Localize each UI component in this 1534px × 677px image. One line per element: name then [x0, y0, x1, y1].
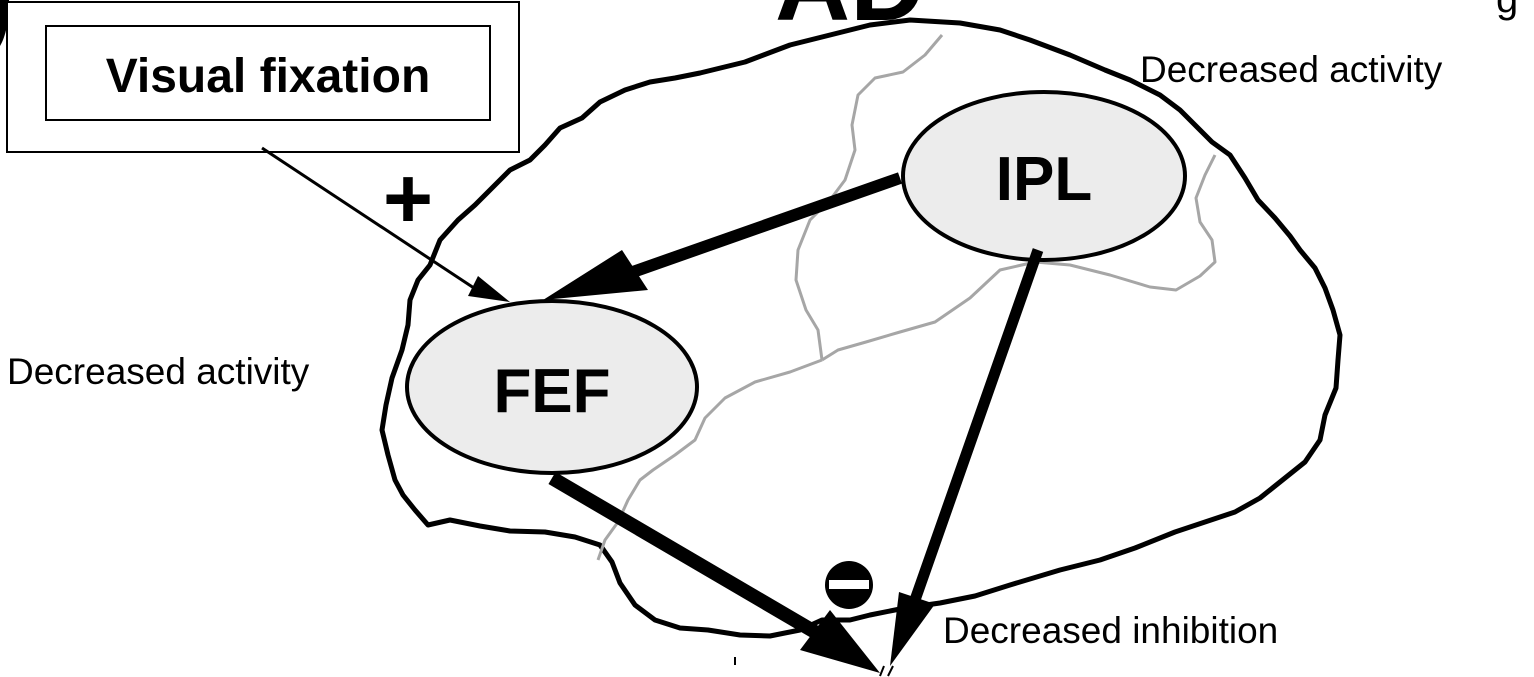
ipl-to-fef-arrow-head [543, 250, 648, 300]
minus-bar [829, 580, 869, 589]
fixation-label: Visual fixation [106, 50, 431, 103]
ipl-label: IPL [996, 145, 1092, 214]
ipl-region [901, 90, 1187, 262]
bottom-target-marks [879, 665, 894, 677]
brain-outline [379, 17, 1343, 639]
fef-activity-label: Decreased activity [7, 351, 310, 392]
plus-sign: + [383, 151, 433, 247]
fef-to-target-arrow-line [548, 471, 819, 639]
fixation-box-inner [45, 25, 491, 121]
fixation-arrow-head [468, 276, 510, 302]
top-right-fragment: g [1496, 0, 1518, 21]
inhibition-label: Decreased inhibition [943, 610, 1278, 651]
fef-region [405, 299, 699, 475]
lateral-sulcus [821, 154, 1217, 362]
ipl-to-target-arrow-line [909, 248, 1044, 602]
fef-label: FEF [493, 357, 610, 426]
ipl-to-fef-arrow-line [608, 172, 902, 286]
central-sulcus [794, 34, 944, 361]
ipl-to-target-arrow-head [890, 592, 935, 666]
fef-to-target-arrow-head [800, 610, 880, 673]
fixation-arrow-line [261, 146, 481, 294]
ipl-activity-label: Decreased activity [1140, 49, 1443, 90]
